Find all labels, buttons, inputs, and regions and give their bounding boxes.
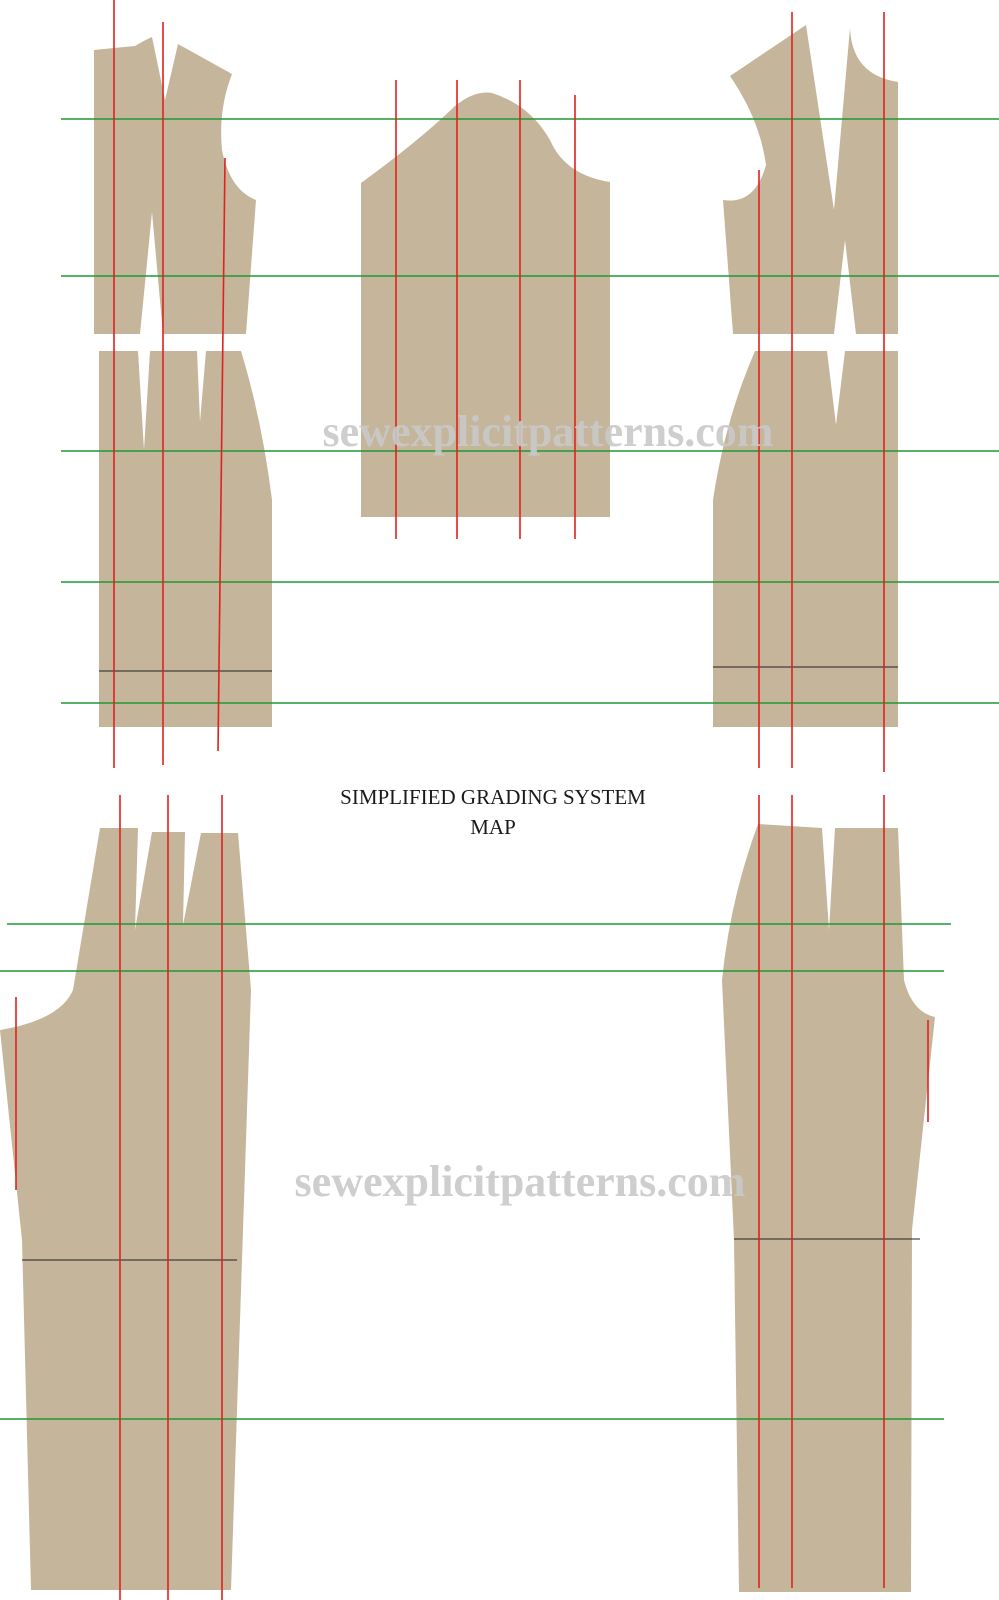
front-skirt-piece <box>99 351 272 727</box>
pattern-pieces <box>0 25 935 1592</box>
map-title: SIMPLIFIED GRADING SYSTEM MAP <box>340 785 646 839</box>
watermarks: sewexplicitpatterns.com sewexplicitpatte… <box>295 407 774 1206</box>
front-pant-piece <box>0 828 251 1590</box>
map-title-line-2: MAP <box>470 815 516 839</box>
watermark-text: sewexplicitpatterns.com <box>323 407 774 456</box>
front-bodice-piece <box>94 37 256 334</box>
vertical-grade-line <box>217 157 226 752</box>
map-title-line-1: SIMPLIFIED GRADING SYSTEM <box>340 785 646 809</box>
vertical-grade-lines <box>15 0 929 1600</box>
watermark-text: sewexplicitpatterns.com <box>295 1157 746 1206</box>
back-pant-piece <box>722 824 935 1592</box>
horizontal-grade-lines <box>0 118 999 1420</box>
reference-lines <box>22 666 920 1261</box>
back-bodice-piece <box>723 25 898 334</box>
sleeve-piece <box>361 92 610 518</box>
